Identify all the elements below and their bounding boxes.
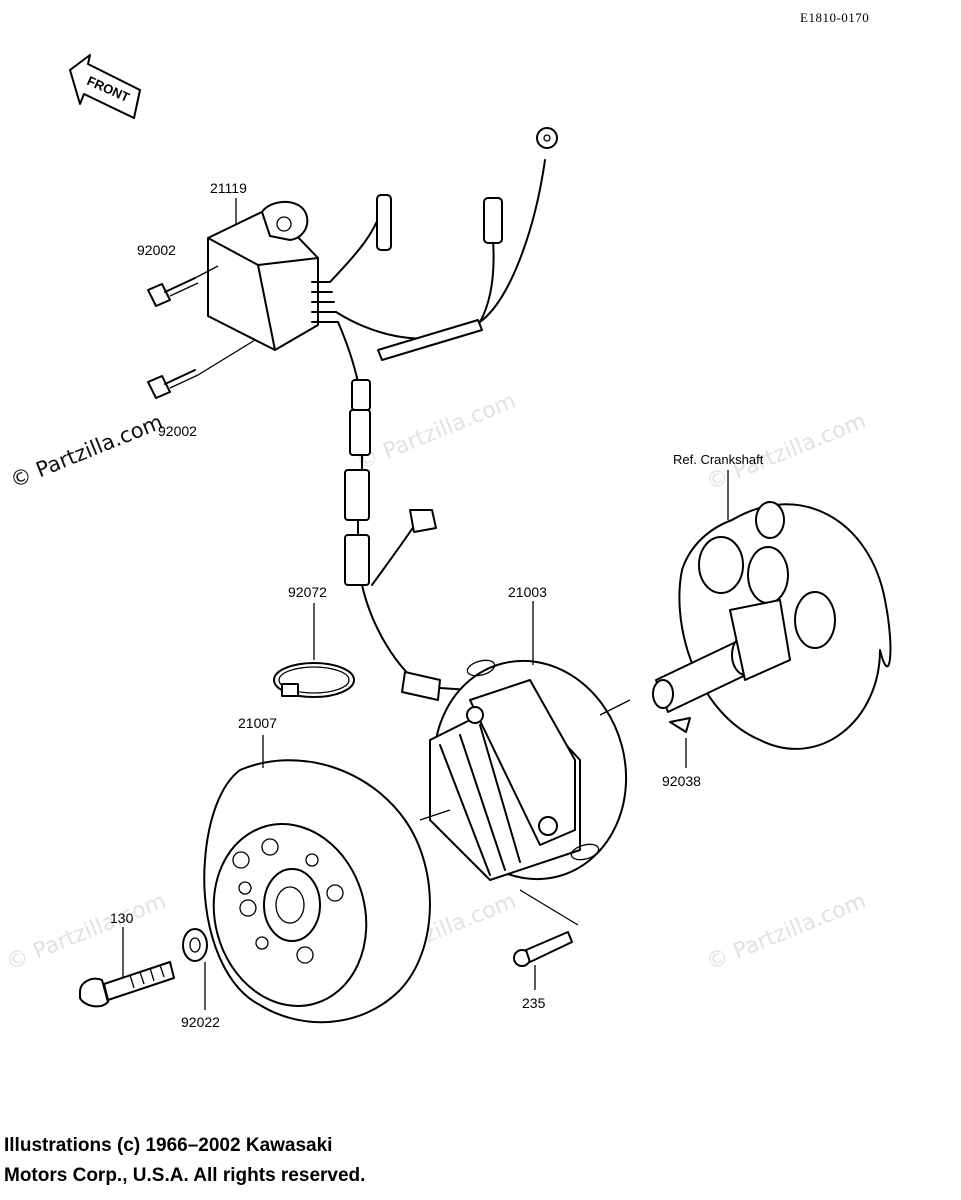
ref-crankshaft-label: Ref. Crankshaft — [673, 452, 764, 467]
cdi-unit-drawing — [207, 201, 339, 351]
front-arrow-icon: FRONT — [69, 54, 141, 119]
part-label-92002-lower[interactable]: 92002 — [158, 423, 197, 439]
part-label-92022[interactable]: 92022 — [181, 1014, 220, 1030]
stator-screw-drawing — [513, 931, 573, 967]
copyright-notice: Illustrations (c) 1966–2002 Kawasaki Mot… — [4, 1131, 365, 1191]
part-label-21003[interactable]: 21003 — [508, 584, 547, 600]
washer-drawing — [182, 928, 208, 962]
part-label-92002-upper[interactable]: 92002 — [137, 242, 176, 258]
watermark-main: © Partzilla.com — [7, 410, 166, 493]
flywheel-bolt-drawing — [79, 961, 175, 1008]
watermark: © Partzilla.com — [3, 889, 170, 976]
copyright-line-2: Motors Corp., U.S.A. All rights reserved… — [4, 1165, 366, 1186]
part-label-21007[interactable]: 21007 — [238, 715, 277, 731]
crankshaft-drawing — [652, 501, 892, 750]
part-label-130[interactable]: 130 — [110, 910, 134, 926]
watermark: © Partzilla.com — [353, 389, 520, 476]
copyright-line-1: Illustrations (c) 1966–2002 Kawasaki — [4, 1135, 333, 1156]
diagram-code: E1810-0170 — [800, 10, 869, 25]
part-label-235[interactable]: 235 — [522, 995, 546, 1011]
stator-drawing — [429, 659, 628, 881]
watermark: © Partzilla.com — [703, 889, 870, 976]
key-drawing — [669, 717, 691, 733]
part-label-21119[interactable]: 21119 — [210, 180, 247, 196]
bolt-upper-drawing — [147, 277, 199, 307]
part-label-92072[interactable]: 92072 — [288, 584, 327, 600]
flywheel-drawing — [203, 759, 431, 1024]
leader-lines — [122, 198, 729, 1010]
bolt-lower-drawing — [147, 369, 199, 399]
wiring-harness — [329, 127, 558, 701]
clamp-drawing — [273, 662, 355, 698]
part-label-92038[interactable]: 92038 — [662, 773, 701, 789]
